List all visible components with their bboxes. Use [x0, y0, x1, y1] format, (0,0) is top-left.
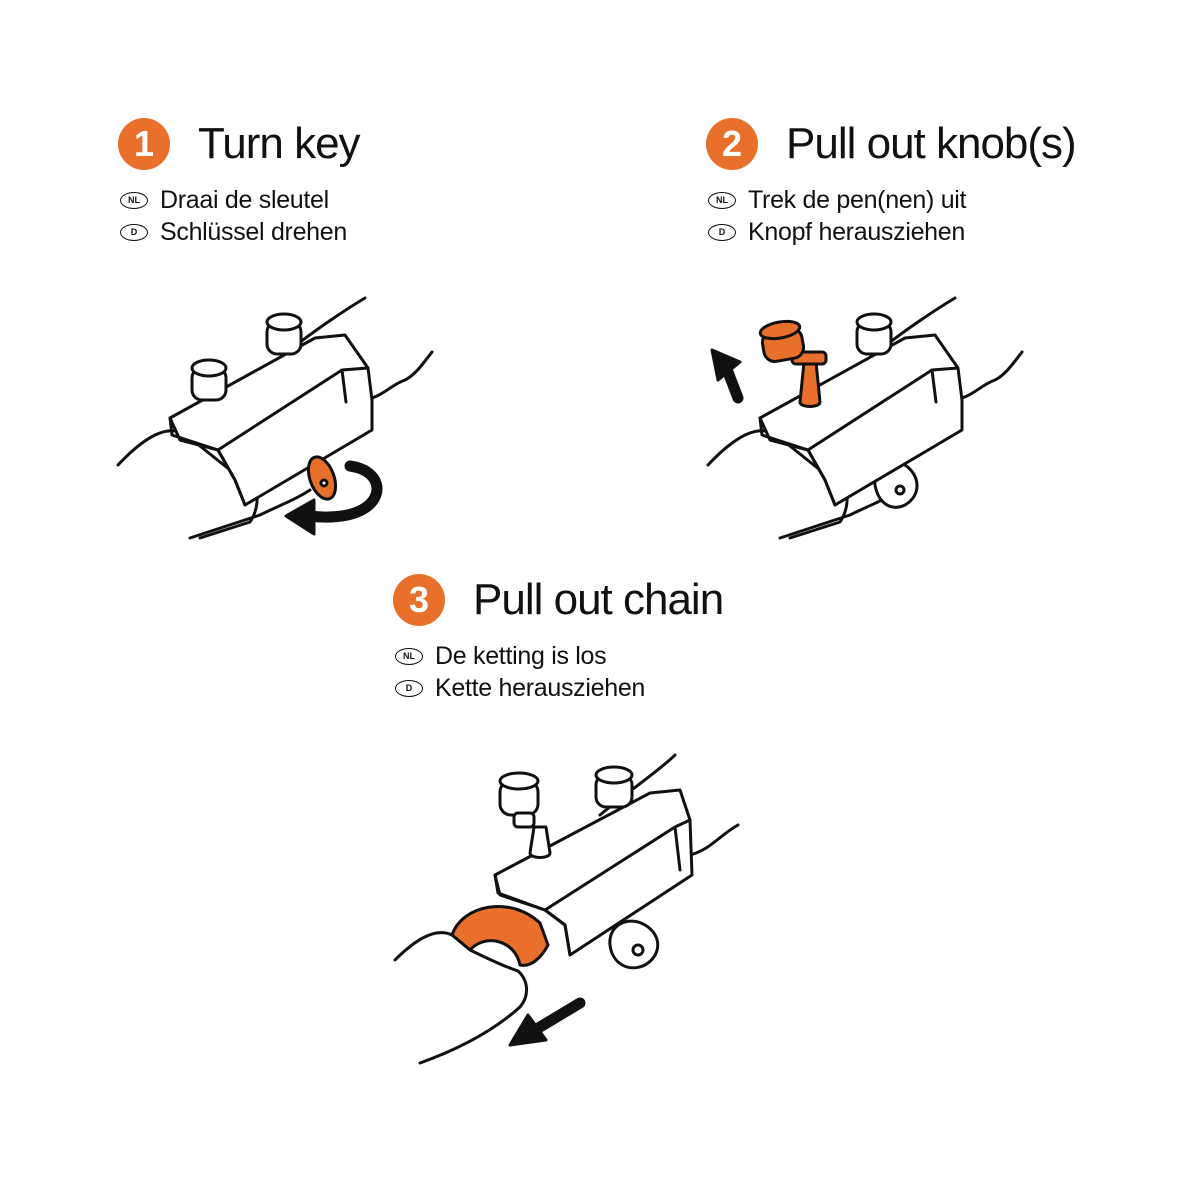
language-badge-d: D — [708, 223, 736, 241]
translation-text: De ketting is los — [435, 641, 607, 670]
down-left-arrow-icon — [508, 997, 586, 1047]
step-2-translations: NL Trek de pen(nen) uit D Knopf herauszi… — [708, 184, 1076, 248]
key-icon — [306, 455, 338, 501]
step-3: 3 Pull out chain NL De ketting is los D … — [393, 574, 724, 704]
step-2-title: Pull out knob(s) — [786, 119, 1077, 168]
release-disc — [608, 919, 660, 970]
translation-text: Schlüssel drehen — [160, 217, 347, 246]
translation-text: Draai de sleutel — [160, 185, 329, 214]
translation-text: Trek de pen(nen) uit — [748, 185, 967, 214]
language-badge-d: D — [395, 679, 423, 697]
translation-text: Kette herausziehen — [435, 673, 646, 702]
translation-row: D Kette herausziehen — [395, 672, 723, 704]
translation-row: NL De ketting is los — [395, 640, 723, 672]
translation-row: NL Draai de sleutel — [120, 184, 360, 216]
step-3-title: Pull out chain — [473, 575, 724, 624]
up-arrow-icon — [710, 348, 744, 404]
step-1-illustration — [116, 296, 434, 540]
step-3-illustration — [393, 753, 740, 1065]
step-1-title: Turn key — [198, 119, 361, 168]
language-badge-nl: NL — [395, 647, 423, 665]
chain-sleeve-front — [393, 931, 528, 1065]
knob — [855, 312, 893, 356]
step-1-number-badge: 1 — [118, 118, 170, 170]
step-1-translations: NL Draai de sleutel D Schlüssel drehen — [120, 184, 360, 248]
step-1: 1 Turn key NL Draai de sleutel D Schlüss… — [118, 118, 361, 248]
step-2-illustration — [706, 296, 1024, 540]
translation-row: NL Trek de pen(nen) uit — [708, 184, 1076, 216]
step-2: 2 Pull out knob(s) NL Trek de pen(nen) u… — [706, 118, 1077, 248]
language-badge-nl: NL — [708, 191, 736, 209]
pulled-knob — [498, 771, 552, 859]
knob — [190, 358, 228, 402]
pulled-knob — [758, 319, 828, 408]
lock-body-edge — [758, 366, 960, 507]
chain-end — [450, 904, 550, 967]
translation-row: D Knopf herausziehen — [708, 216, 1076, 248]
lock-body-edge — [168, 366, 370, 507]
knob — [594, 765, 634, 809]
step-2-header: 2 Pull out knob(s) — [706, 118, 1077, 170]
lock-body-edge — [493, 818, 692, 957]
knob — [265, 312, 303, 356]
step-3-header: 3 Pull out chain — [393, 574, 724, 626]
step-3-translations: NL De ketting is los D Kette herausziehe… — [395, 640, 723, 704]
step-1-header: 1 Turn key — [118, 118, 361, 170]
translation-row: D Schlüssel drehen — [120, 216, 360, 248]
rotate-arrow-icon — [284, 460, 383, 536]
language-badge-nl: NL — [120, 191, 148, 209]
language-badge-d: D — [120, 223, 148, 241]
step-3-number-badge: 3 — [393, 574, 445, 626]
translation-text: Knopf herausziehen — [748, 217, 965, 246]
step-2-number-badge: 2 — [706, 118, 758, 170]
